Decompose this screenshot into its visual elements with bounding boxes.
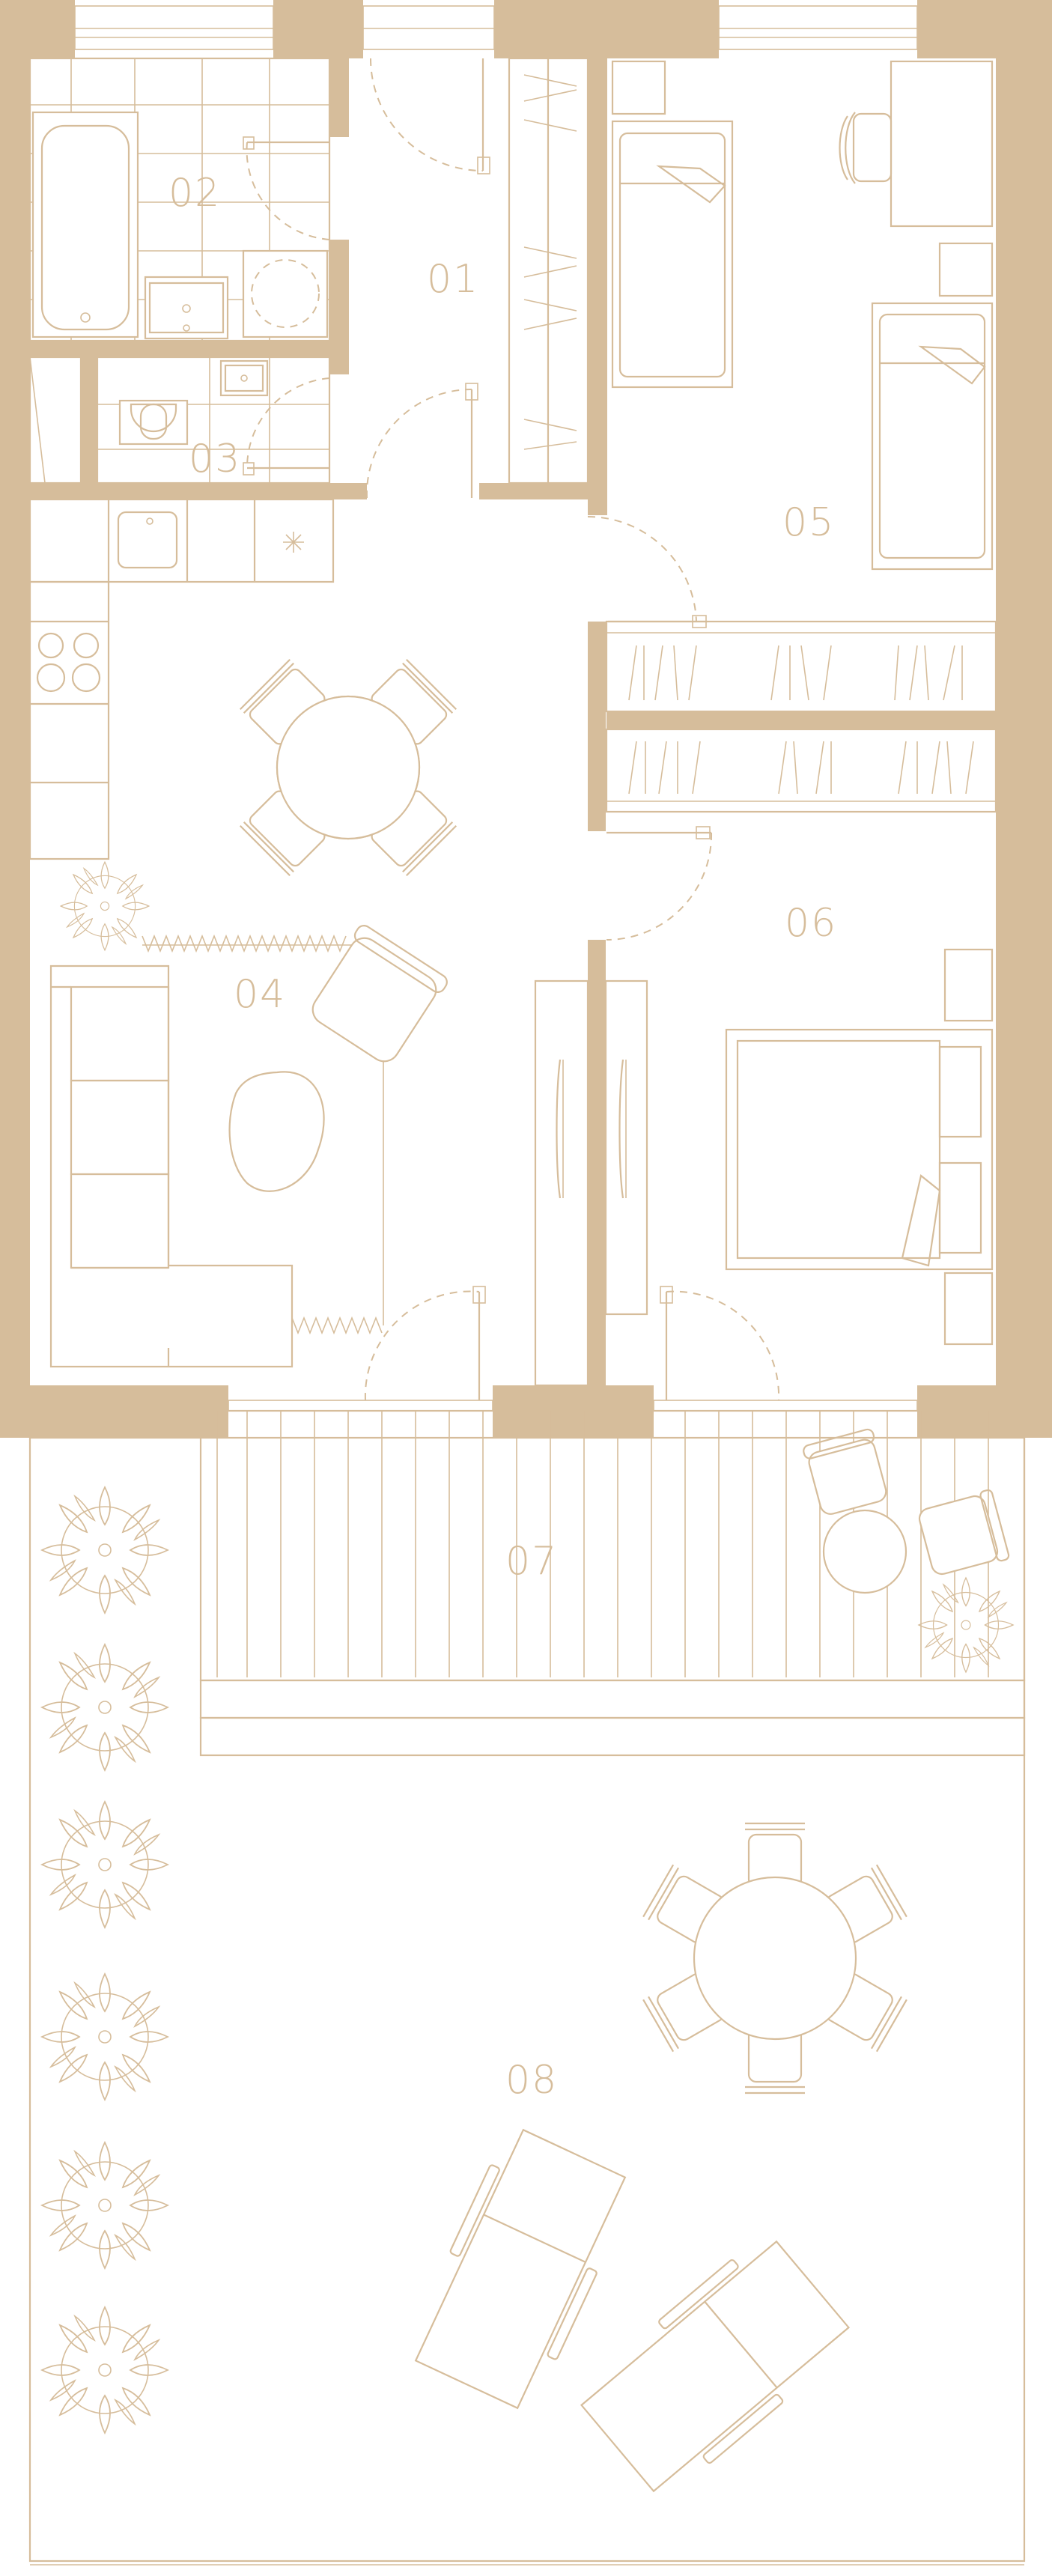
wardrobe-icon [605,620,997,713]
chair-icon [311,925,448,1063]
window-icon [74,5,274,50]
room-label-01: 01 [427,257,479,302]
plant-icon [41,1644,168,1771]
room-label-08: 08 [505,2058,558,2103]
sun-lounger-icon [580,2240,850,2493]
window-icon [362,5,495,50]
wc-03 [28,356,331,484]
wardrobe-icon [534,979,589,1387]
hall-01 [365,57,589,499]
chair-icon [239,658,457,877]
door-icon [243,377,330,476]
washing-machine-icon [242,249,329,338]
room-label-03: 03 [189,437,241,482]
wardrobe-icon [605,728,997,813]
chair-icon [918,1489,1010,1576]
sink-icon [144,276,229,340]
room-label-04: 04 [234,972,286,1017]
window-icon [718,5,918,50]
plant-icon [41,1801,168,1928]
washing-machine-icon [283,532,304,553]
wardrobe-icon [508,57,589,484]
sofa-icon [49,965,294,1368]
table-group [642,1822,907,2094]
door-icon [606,826,713,941]
door-icon [370,58,490,174]
door-icon [365,383,478,499]
room-label-06: 06 [785,901,837,946]
door-icon [243,136,330,240]
sink-icon [219,359,269,397]
table-icon [228,1071,325,1192]
stove-icon [36,632,101,693]
room-label-05: 05 [782,500,835,545]
bedroom-06 [604,728,997,1401]
plant-icon [60,861,150,951]
chair-icon [839,112,893,184]
room-labels: 02 01 03 05 06 04 07 08 [168,171,837,2103]
living-04 [28,498,589,1401]
table-icon [890,60,994,228]
door-icon [587,516,708,628]
chair-icon [803,1428,887,1515]
bedroom-05 [587,60,997,713]
bathtub-icon [31,111,139,338]
sink-icon [117,511,178,569]
door-icon [660,1286,780,1401]
table-icon [822,1509,907,1594]
toilet-icon [118,399,189,446]
wardrobe-icon [604,979,648,1316]
sun-lounger-icon [414,2128,627,2410]
kitchen-counter [28,580,110,860]
bed-icon [725,1028,994,1271]
terrace-07 [199,1409,1026,1757]
plant-icon [41,1486,168,1614]
plant-icon [41,1973,168,2100]
bed-icon [871,302,994,571]
rug [142,934,384,1335]
chair-icon [745,1822,805,1889]
room-label-02: 02 [168,171,221,216]
plant-icon [41,2306,168,2434]
walls [0,0,1052,1438]
plant-icon [41,2142,168,2269]
plant-icon [918,1577,1014,1673]
door-icon [364,1286,486,1401]
table-icon [693,1876,857,2041]
kitchen-counter [28,498,335,583]
room-label-07: 07 [505,1539,558,1584]
bathroom-02 [28,57,331,342]
chair-icon [745,2028,805,2094]
bed-icon [611,120,734,389]
garden-08 [28,1436,1026,2566]
